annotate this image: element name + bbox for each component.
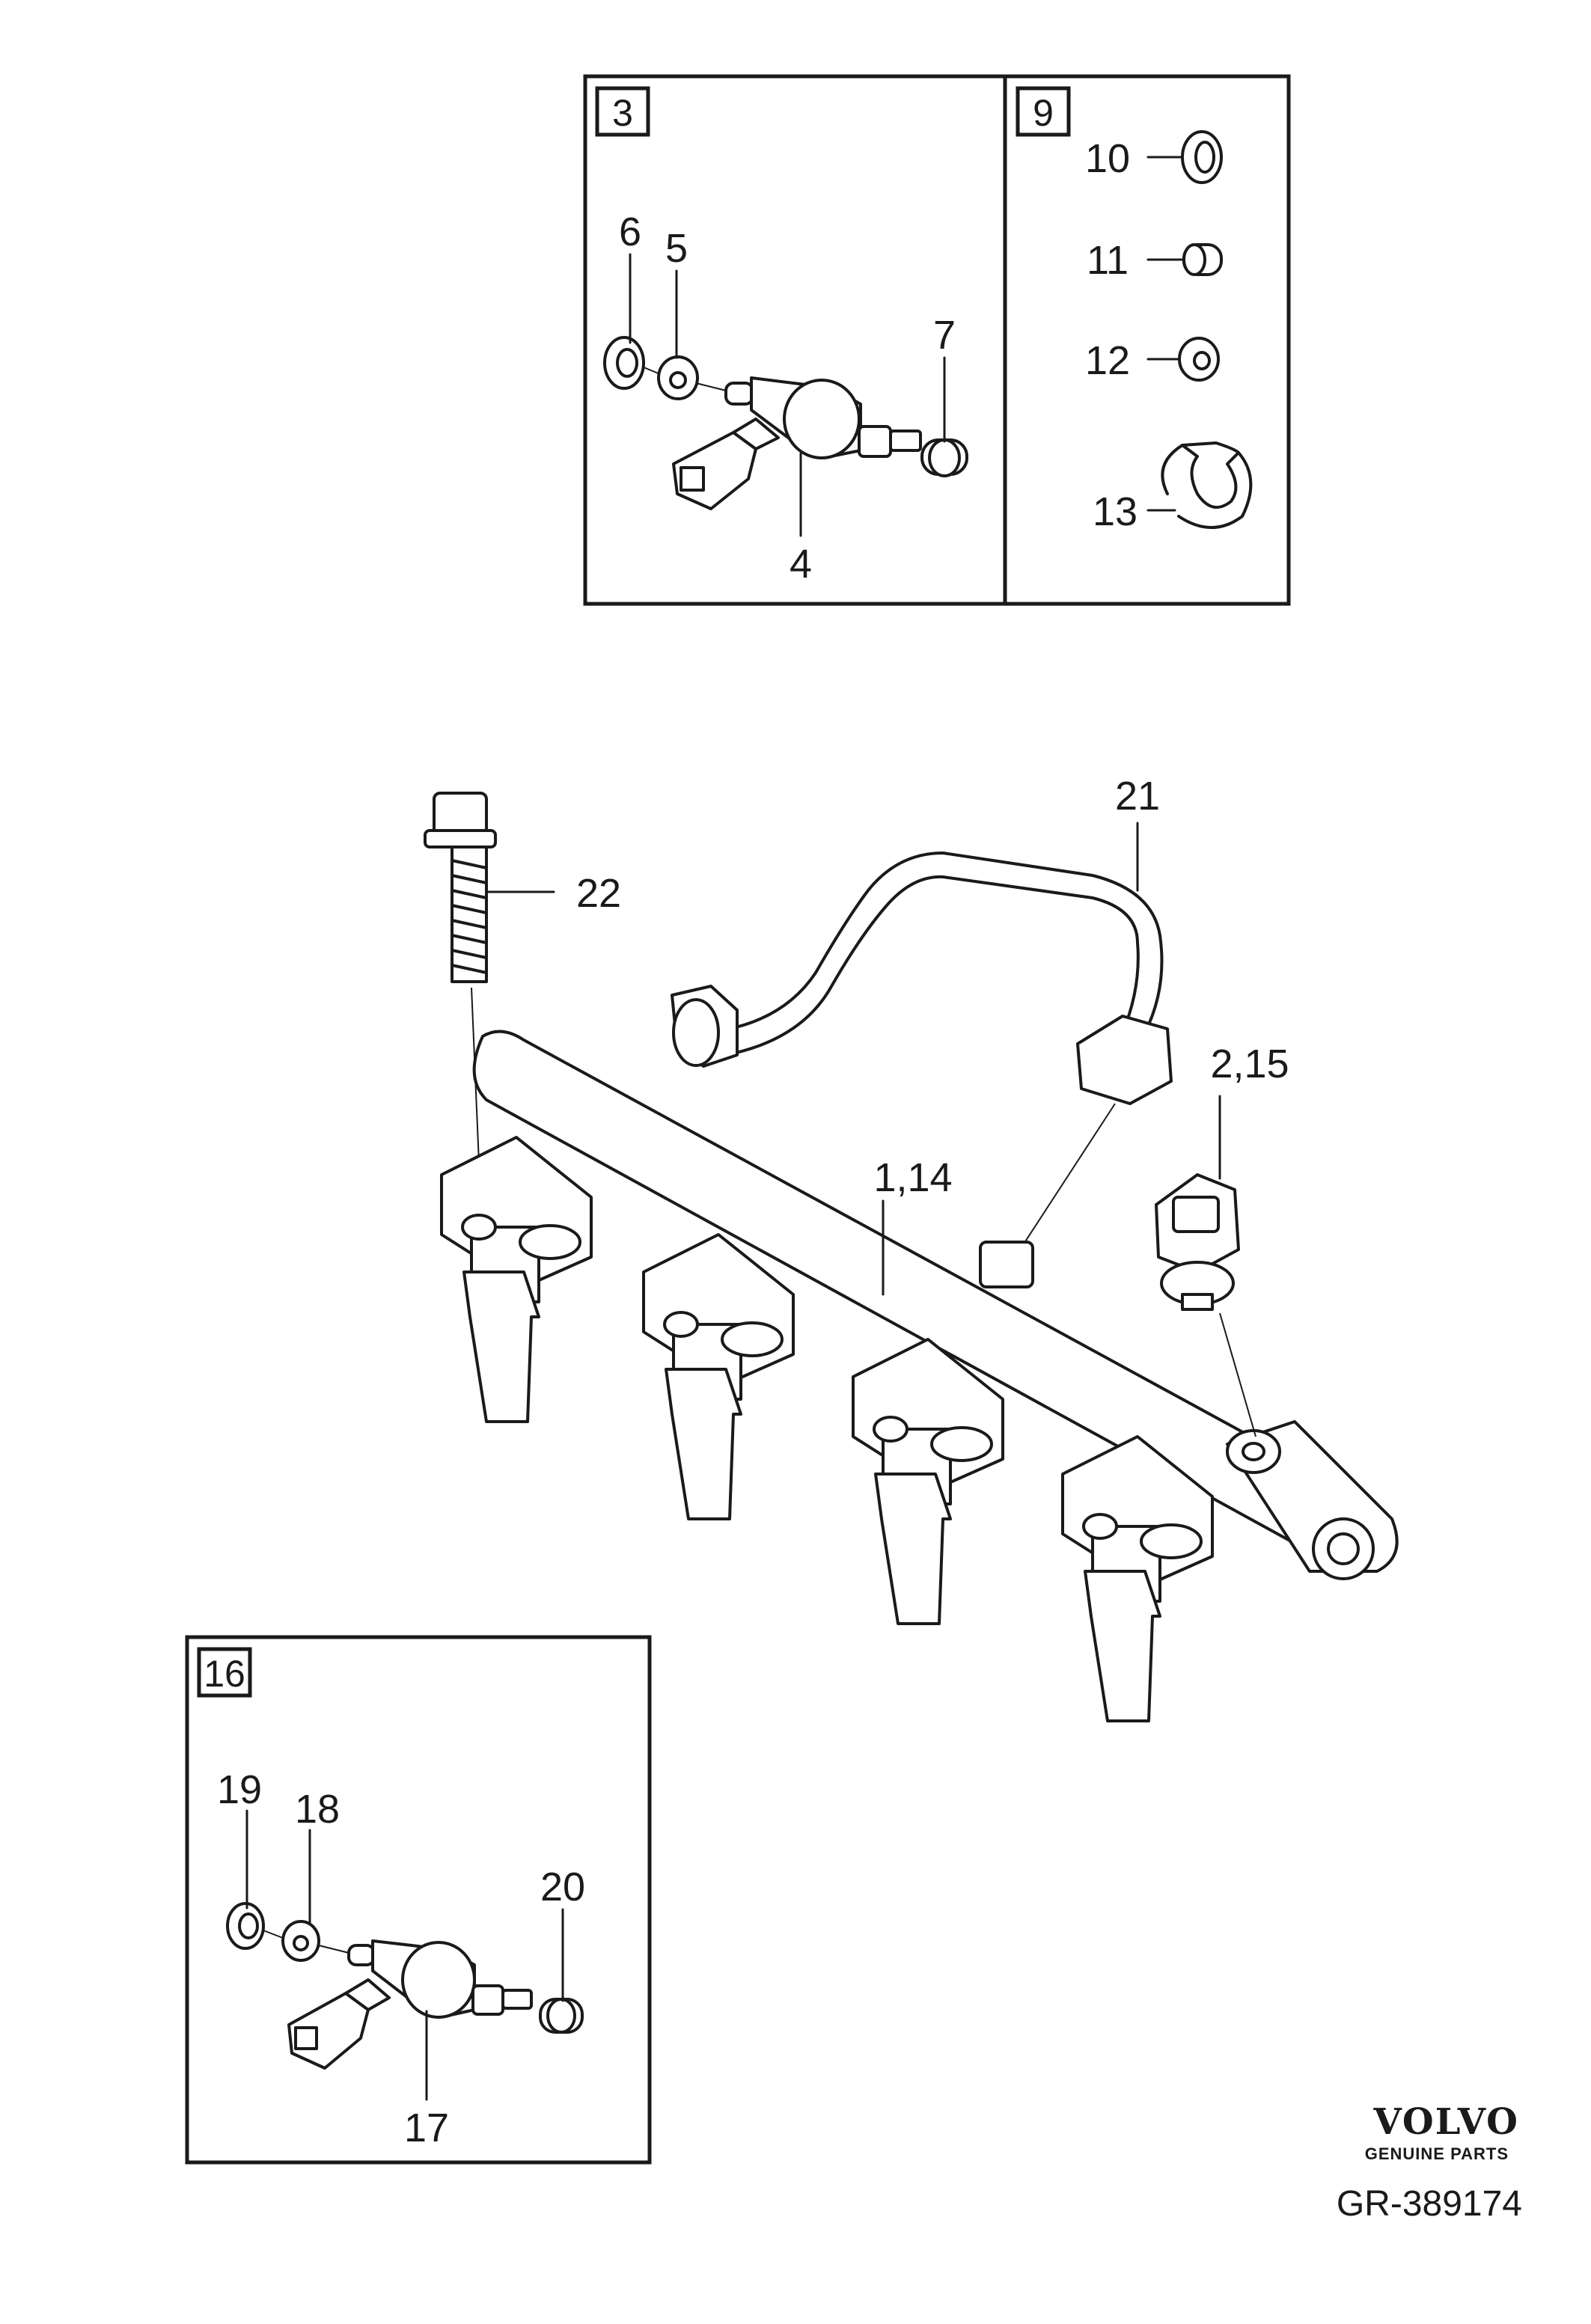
callout-1-14: 1,14: [873, 1155, 952, 1200]
diagram-reference: GR-389174: [1336, 2184, 1522, 2224]
callout-7: 7: [933, 313, 956, 358]
injector-cup-1: [440, 1136, 593, 1423]
fuel-pipe-21: [671, 851, 1173, 1105]
seal-12: [1178, 337, 1220, 382]
callout-21: 21: [1115, 774, 1160, 819]
volvo-logo: VOLVO: [1373, 2101, 1519, 2143]
box-label-16: [197, 1647, 252, 1698]
kit-box-injector-16: 16 19 18 20 17: [185, 1635, 652, 2165]
kit-box-injector-seals: 3 9 6 5 7 4: [583, 74, 1291, 606]
callout-19: 19: [217, 1767, 262, 1812]
fuel-injector-17: [226, 1902, 533, 2070]
fuel-rail-assembly: 22 21: [424, 774, 1399, 1722]
callout-4: 4: [790, 542, 812, 587]
callout-6: 6: [619, 210, 641, 254]
injector-cup-4: [1061, 1435, 1214, 1722]
callout-13: 13: [1093, 489, 1137, 534]
pressure-sensor-2-15: [1155, 1173, 1240, 1311]
callout-17: 17: [404, 2106, 449, 2150]
spacer-20: [539, 1998, 584, 2034]
callout-12: 12: [1085, 338, 1130, 383]
callout-22: 22: [576, 871, 621, 916]
fuel-injector-4: [603, 336, 922, 510]
injector-cup-3: [852, 1338, 1004, 1625]
bolt-22: [424, 792, 497, 983]
callout-18: 18: [295, 1787, 340, 1832]
callout-16: 16: [204, 1653, 245, 1695]
spacer-7: [920, 438, 968, 477]
fuel-rail-1-14: [440, 1030, 1399, 1722]
seal-10: [1181, 130, 1223, 184]
callout-11: 11: [1087, 238, 1129, 283]
callout-9: 9: [1033, 92, 1054, 134]
callout-20: 20: [540, 1865, 585, 1909]
callout-5: 5: [665, 226, 688, 271]
injector-cup-2: [642, 1233, 795, 1520]
box-label-9: [1016, 86, 1071, 137]
callout-10: 10: [1085, 136, 1130, 181]
callout-2-15: 2,15: [1210, 1042, 1289, 1086]
box-label-3: [595, 86, 650, 137]
genuine-parts-tagline: GENUINE PARTS: [1364, 2144, 1509, 2163]
callout-3: 3: [612, 92, 633, 134]
clip-13: [1161, 441, 1253, 529]
seal-11: [1182, 243, 1223, 276]
